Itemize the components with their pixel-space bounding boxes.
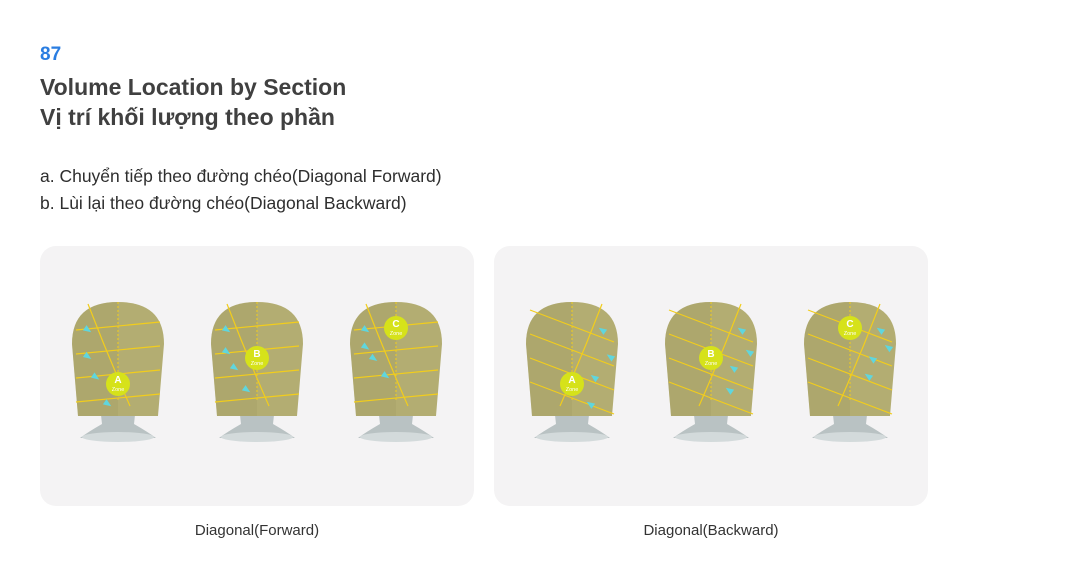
- item-list: a. Chuyển tiếp theo đường chéo(Diagonal …: [40, 163, 442, 217]
- direction-arrow-icon: [229, 363, 239, 371]
- zone-letter: A: [114, 375, 121, 386]
- zone-letter: B: [253, 349, 260, 360]
- section-curve: [87, 303, 131, 407]
- section-line: [214, 321, 300, 331]
- direction-arrow-icon: [360, 325, 370, 333]
- section-line: [668, 381, 754, 415]
- section-line: [75, 345, 161, 355]
- zone-letter: B: [707, 349, 714, 360]
- direction-arrow-icon: [102, 399, 112, 407]
- mannequin-neck: [673, 406, 749, 438]
- title-vietnamese: Vị trí khối lượng theo phần: [40, 104, 335, 130]
- direction-arrow-icon: [729, 365, 739, 373]
- mannequin-base: [221, 432, 293, 442]
- zone-letter: A: [568, 375, 575, 386]
- direction-arrow-icon: [90, 372, 100, 380]
- list-item: a. Chuyển tiếp theo đường chéo(Diagonal …: [40, 166, 442, 186]
- section-line: [668, 357, 754, 391]
- direction-arrow-icon: [241, 385, 251, 393]
- direction-arrow-icon: [876, 327, 886, 335]
- direction-arrow-icon: [598, 327, 608, 335]
- zone-label: Zone: [566, 387, 579, 393]
- hair-shading: [72, 302, 118, 416]
- section-line: [529, 381, 615, 415]
- direction-arrow-icon: [221, 325, 231, 333]
- section-line: [529, 309, 615, 343]
- mannequin-neck: [358, 406, 434, 438]
- direction-arrow-icon: [590, 375, 600, 383]
- zone-letter: C: [392, 319, 399, 330]
- hair-shading: [665, 302, 711, 416]
- direction-arrow-icon: [82, 325, 92, 333]
- direction-arrow-icon: [368, 353, 378, 361]
- direction-arrow-icon: [360, 342, 370, 350]
- mannequin-neck: [80, 406, 156, 438]
- section-line: [353, 393, 439, 403]
- zone-badge: [106, 372, 130, 396]
- zone-label: Zone: [112, 387, 125, 393]
- section-line: [529, 333, 615, 367]
- mannequin-neck: [534, 406, 610, 438]
- direction-arrow-icon: [586, 401, 596, 409]
- zone-label: Zone: [705, 361, 718, 367]
- section-curve: [365, 303, 409, 407]
- direction-arrow-icon: [868, 356, 878, 364]
- list-item: b. Lùi lại theo đường chéo(Diagonal Back…: [40, 193, 407, 213]
- mannequin-neck: [219, 406, 295, 438]
- section-line: [807, 333, 893, 367]
- section-curve: [559, 303, 603, 407]
- hair-shading: [526, 302, 572, 416]
- section-line: [75, 321, 161, 331]
- direction-arrow-icon: [82, 351, 92, 359]
- mannequin-base: [814, 432, 886, 442]
- section-curve: [837, 303, 881, 407]
- caption-forward: Diagonal(Forward): [194, 522, 320, 539]
- mannequin-neck: [812, 406, 888, 438]
- zone-badge: [245, 346, 269, 370]
- zone-label: Zone: [390, 331, 403, 337]
- mannequin-base: [360, 432, 432, 442]
- direction-arrow-icon: [221, 347, 231, 355]
- section-line: [75, 393, 161, 403]
- section-line: [214, 393, 300, 403]
- mannequin-base: [536, 432, 608, 442]
- section-line: [807, 381, 893, 415]
- zone-label: Zone: [844, 331, 857, 337]
- section-line: [807, 357, 893, 391]
- direction-arrow-icon: [725, 387, 735, 395]
- direction-arrow-icon: [380, 371, 390, 379]
- direction-arrow-icon: [864, 373, 874, 381]
- page-title: Volume Location by Section Vị trí khối l…: [40, 72, 346, 132]
- zone-badge: [384, 316, 408, 340]
- direction-arrow-icon: [606, 354, 616, 362]
- zone-badge: [560, 372, 584, 396]
- mannequin-base: [82, 432, 154, 442]
- section-line: [214, 369, 300, 379]
- page-number: 87: [40, 44, 62, 65]
- zone-label: Zone: [251, 361, 264, 367]
- title-english: Volume Location by Section: [40, 74, 347, 100]
- direction-arrow-icon: [745, 349, 755, 357]
- zone-letter: C: [846, 319, 853, 330]
- zone-badge: [699, 346, 723, 370]
- zone-badge: [838, 316, 862, 340]
- mannequin-base: [675, 432, 747, 442]
- section-line: [668, 309, 754, 343]
- section-line: [353, 345, 439, 355]
- direction-arrow-icon: [737, 327, 747, 335]
- caption-backward: Diagonal(Backward): [643, 522, 779, 539]
- direction-arrow-icon: [884, 345, 894, 353]
- section-line: [353, 369, 439, 379]
